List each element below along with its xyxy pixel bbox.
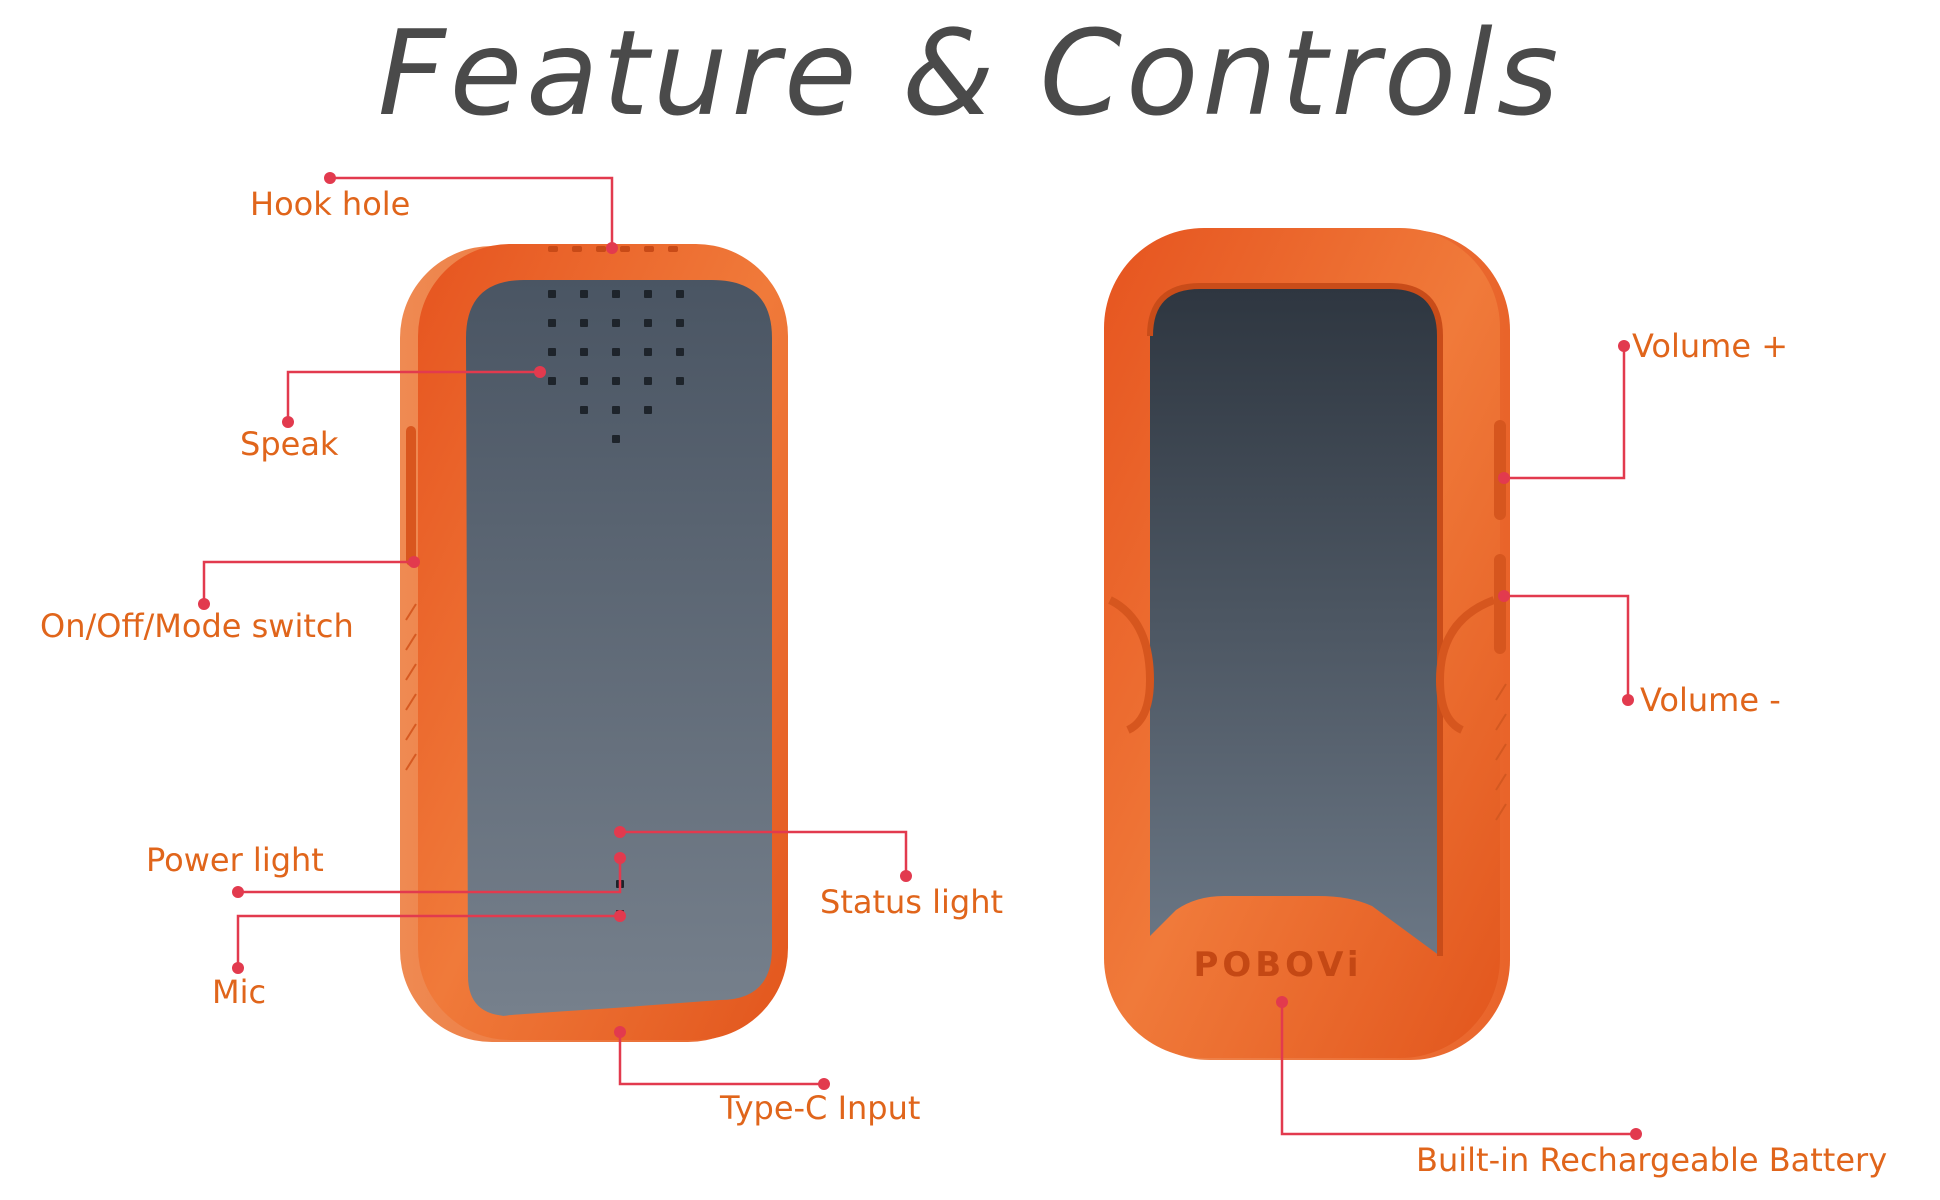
label-mic: Mic [212, 973, 267, 1011]
grip-notch-left [1108, 596, 1155, 734]
back-device-panel [1150, 286, 1440, 956]
leader-power-light [238, 858, 622, 894]
speaker-hole [580, 290, 588, 298]
speaker-hole [548, 348, 556, 356]
speaker-hole [644, 290, 652, 298]
speaker-hole [676, 377, 684, 385]
leader-battery [1280, 1002, 1636, 1136]
speaker-hole [612, 348, 620, 356]
mode-switch-slot [406, 426, 416, 566]
front-device [400, 244, 788, 1042]
label-battery: Built-in Rechargeable Battery [1416, 1141, 1888, 1179]
speaker-hole [548, 290, 556, 298]
speaker-hole [612, 377, 620, 385]
speaker-hole [676, 319, 684, 327]
back-side-grooves [1495, 683, 1507, 821]
grip-notch-right [1435, 596, 1496, 734]
label-volume-minus: Volume - [1640, 681, 1781, 719]
page-title: Feature & Controls [377, 4, 1563, 142]
speaker-hole [548, 377, 556, 385]
speaker-hole [612, 406, 620, 414]
leader-dots [198, 172, 1642, 1140]
speaker-hole [644, 348, 652, 356]
label-speak: Speak [240, 425, 339, 463]
label-volume-plus: Volume + [1632, 327, 1788, 365]
label-mode-switch: On/Off/Mode switch [40, 607, 354, 645]
speaker-hole [644, 377, 652, 385]
speaker-hole [612, 435, 620, 443]
label-status-light: Status light [820, 883, 1004, 921]
speaker-hole [580, 348, 588, 356]
speaker-hole [580, 406, 588, 414]
leader-lines [202, 176, 1636, 1136]
speaker-hole [580, 319, 588, 327]
brand-logo: POBOVi [1193, 945, 1362, 985]
speaker-hole [612, 319, 620, 327]
leader-type-c [618, 1032, 824, 1086]
leader-volume-plus [1504, 346, 1626, 480]
label-power-light: Power light [146, 841, 324, 879]
back-device: POBOVi [1104, 228, 1510, 1060]
front-device-face [466, 280, 772, 1016]
speaker-hole [676, 348, 684, 356]
speaker-hole [644, 406, 652, 414]
speaker-hole [676, 290, 684, 298]
speaker-hole [580, 377, 588, 385]
speaker-hole [612, 290, 620, 298]
speaker-grille [548, 290, 684, 443]
volume-minus-button [1494, 554, 1506, 654]
back-device-rim [1147, 283, 1443, 956]
hook-hole-ridges [548, 246, 678, 252]
side-grooves [405, 603, 417, 771]
leader-status-light [620, 830, 908, 876]
volume-plus-button [1494, 420, 1506, 520]
leader-speak [286, 370, 540, 422]
label-type-c: Type-C Input [720, 1089, 921, 1127]
leader-mode-switch [202, 560, 414, 604]
leader-volume-minus [1504, 594, 1630, 700]
leader-mic [236, 914, 620, 968]
leader-hook-hole [330, 176, 614, 248]
speaker-hole [644, 319, 652, 327]
speaker-hole [548, 319, 556, 327]
label-hook-hole: Hook hole [250, 185, 411, 223]
